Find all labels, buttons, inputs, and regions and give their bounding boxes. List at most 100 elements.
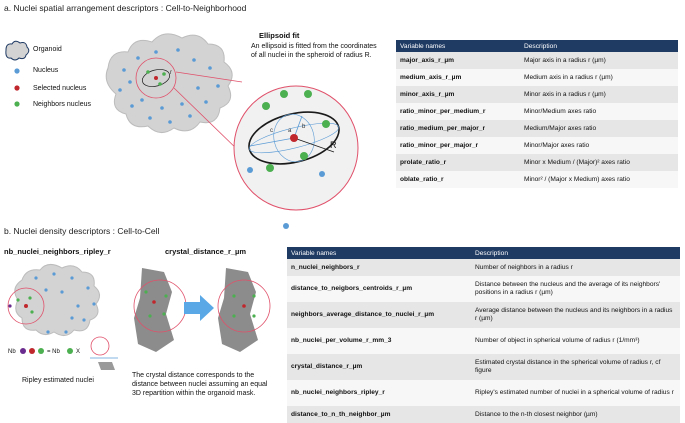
variable-description: Minor x Medium / (Major)² axes ratio: [520, 154, 678, 171]
axis-label-a: a: [288, 128, 292, 134]
neighbor-nucleus-legend-icon: [14, 101, 20, 107]
crystal-diagram: [133, 268, 271, 352]
radius-line: [293, 137, 335, 153]
variable-name: ratio_minor_per_medium_r: [396, 103, 520, 120]
table-a-header-description: Description: [520, 40, 678, 52]
legend-selected-label: Selected nucleus: [33, 85, 87, 92]
zoom-r-label: R: [330, 140, 337, 150]
zoom-neighbor-nuclei: [262, 90, 330, 172]
variable-name: n_nuclei_neighbors_r: [287, 259, 471, 276]
variable-name: oblate_ratio_r: [396, 171, 520, 188]
ripley-nuclei: [34, 272, 96, 334]
organoid-legend-icon: [5, 40, 30, 61]
variable-description: Distance to the n-th closest neighbor (µ…: [471, 406, 680, 423]
table-spatial-descriptors: Variable names Description major_axis_r_…: [396, 40, 678, 188]
legend-organoid-label: Organoid: [33, 46, 62, 53]
zoom-line-lower: [173, 87, 243, 155]
axis-label-c: c: [270, 128, 273, 134]
variable-name: major_axis_r_µm: [396, 52, 520, 69]
selected-nucleus-legend-icon: [14, 85, 20, 91]
table-a-header-variable: Variable names: [396, 40, 520, 52]
zoom-line-upper: [175, 71, 243, 83]
table-b-header-variable: Variable names: [287, 247, 471, 259]
ripley-heading: nb_nuclei_neighbors_ripley_r: [4, 247, 111, 256]
small-r-label: r: [170, 70, 172, 76]
variable-description: Minor/Major axes ratio: [520, 137, 678, 154]
variable-name: distance_to_n_th_neighbor_µm: [287, 406, 471, 423]
legend-symbols: [5, 40, 30, 107]
variable-description: Number of neighbors in a radius r: [471, 259, 680, 276]
crystal-circle-right: [217, 279, 271, 333]
table-b-header-description: Description: [471, 247, 680, 259]
neighborhood-circle: [135, 57, 177, 99]
variable-name: minor_axis_r_µm: [396, 86, 520, 103]
legend-neighbors-label: Neighbors nucleus: [33, 101, 91, 108]
variable-name: nb_nuclei_neighbors_ripley_r: [287, 380, 471, 406]
nucleus-legend-icon: [14, 68, 20, 74]
section-b-title: b. Nuclei density descriptors : Cell-to-…: [4, 226, 160, 236]
organoid-nuclei: [118, 48, 220, 124]
major-axis-line: [249, 137, 295, 147]
table-density-descriptors: Variable names Description n_nuclei_neig…: [287, 247, 680, 423]
formula-nb1: Nb: [8, 349, 16, 355]
ellipsoid-fit-heading: Ellipsoid fit: [259, 31, 300, 40]
axis-label-b: b: [302, 124, 306, 130]
variable-name: crystal_distance_r_µm: [287, 354, 471, 380]
section-a-title: a. Nuclei spatial arrangement descriptor…: [4, 3, 247, 13]
formula-green-dot: [38, 348, 44, 354]
formula-x: X: [76, 349, 80, 355]
variable-name: prolate_ratio_r: [396, 154, 520, 171]
ellipsoid-fit-text: An ellipsoid is fitted from the coordina…: [251, 43, 377, 60]
ripley-selected-nucleus: [24, 304, 28, 308]
crystal-arrow: [184, 295, 214, 321]
ripley-organoid-shape: [14, 264, 100, 336]
legend-nucleus-label: Nucleus: [33, 67, 59, 74]
table-row: neighbors_average_distance_to_nuclei_r_µ…: [287, 302, 680, 328]
formula-organoid-icon: [98, 362, 115, 370]
variable-description: Average distance between the nucleus and…: [471, 302, 680, 328]
variable-description: Number of object in spherical volume of …: [471, 328, 680, 354]
variable-description: Estimated crystal distance in the spheri…: [471, 354, 680, 380]
variable-description: Major axis in a radius r (µm): [520, 52, 678, 69]
variable-description: Distance between the nucleus and the ave…: [471, 276, 680, 302]
formula-sphere-icon: [90, 336, 110, 356]
variable-description: Minor² / (Major x Medium) axes ratio: [520, 171, 678, 188]
variable-description: Medium/Major axes ratio: [520, 120, 678, 137]
crystal-organoid-right: [218, 268, 258, 352]
small-neighbor-nuclei: [146, 70, 150, 74]
variable-description: Medium axis in a radius r (µm): [520, 69, 678, 86]
organoid-ellipsoid-diagram: r c b a R: [105, 33, 359, 229]
variable-name: ratio_medium_per_major_r: [396, 120, 520, 137]
zoom-blue-nuclei: [247, 167, 325, 229]
variable-description: Ripley's estimated number of nuclei in a…: [471, 380, 680, 406]
variable-name: distance_to_neigbors_centroids_r_µm: [287, 276, 471, 302]
variable-name: medium_axis_r_µm: [396, 69, 520, 86]
variable-name: neighbors_average_distance_to_nuclei_r_µ…: [287, 302, 471, 328]
variable-description: Minor/Medium axes ratio: [520, 103, 678, 120]
formula-green-dot-2: [67, 348, 73, 354]
variable-name: nb_nuclei_per_volume_r_mm_3: [287, 328, 471, 354]
small-selected-nucleus: [154, 76, 158, 80]
organoid-shape: [105, 33, 233, 133]
variable-name: ratio_minor_per_major_r: [396, 137, 520, 154]
formula-purple-dot: [20, 348, 26, 354]
ripley-diagram: Nb = Nb X: [7, 264, 118, 370]
crystal-text: The crystal distance corresponds to the …: [132, 372, 268, 398]
small-ellipsoid: [141, 69, 171, 87]
crystal-organoid-left: [134, 268, 174, 352]
ripley-radius-circle: [7, 287, 45, 325]
